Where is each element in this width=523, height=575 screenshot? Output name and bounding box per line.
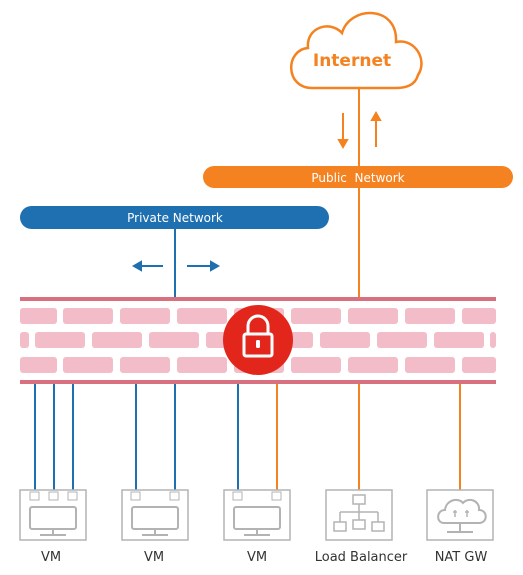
- internet-label: Internet: [313, 51, 391, 71]
- node-label: VM: [144, 550, 164, 565]
- vm-node: [223, 489, 291, 541]
- public-network-label: Public Network: [311, 171, 404, 185]
- private-network-label: Private Network: [127, 211, 223, 225]
- node-label: VM: [247, 550, 267, 565]
- public-network-bar: [203, 166, 513, 188]
- monitor-icon: [131, 506, 179, 536]
- arrow-icon: [131, 260, 221, 272]
- vm-node: [19, 489, 87, 541]
- load-balancer-node: [325, 489, 393, 541]
- node-label: NAT GW: [435, 550, 488, 565]
- lock-icon: [223, 305, 293, 375]
- nat-gateway-node: [426, 489, 494, 541]
- arrow-icon: [337, 110, 382, 150]
- monitor-icon: [233, 506, 281, 536]
- node-label: Load Balancer: [315, 550, 408, 565]
- vm-links: [34, 384, 461, 492]
- nat-gateway-icon: [437, 498, 487, 533]
- cloud-icon: [290, 11, 423, 90]
- vm-node: [121, 489, 189, 541]
- load-balancer-icon: [333, 494, 385, 532]
- node-label: VM: [41, 550, 61, 565]
- private-network-bar: [20, 206, 329, 229]
- monitor-icon: [29, 506, 77, 536]
